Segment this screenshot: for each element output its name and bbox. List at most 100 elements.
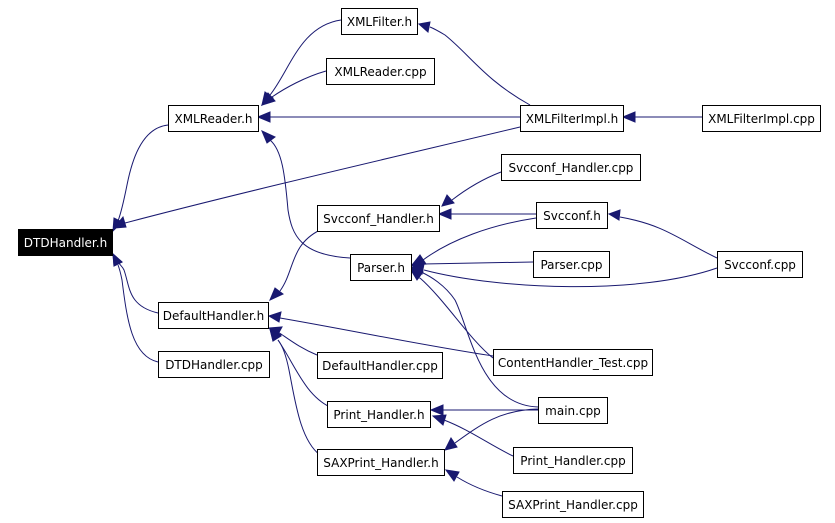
node-defaulthandler-cpp[interactable]: DefaultHandler.cpp [317,352,443,379]
node-xmlfilterimpl-h[interactable]: XMLFilterImpl.h [520,105,624,132]
node-contenthandler-test-cpp[interactable]: ContentHandler_Test.cpp [493,349,653,376]
arrowhead-icon [441,194,455,207]
edge-line [443,419,514,457]
node-box [536,202,608,229]
edge-line [429,26,531,106]
node-box [350,254,412,281]
node-label: SAXPrint_Handler.cpp [508,498,638,512]
node-box [502,491,644,518]
arrowhead-icon [269,327,282,342]
node-main-cpp[interactable]: main.cpp [538,397,608,424]
node-box [513,447,633,474]
arrowhead-icon [621,111,636,123]
edge-line [124,126,521,224]
edge-saxprint-handler-cpp-to-saxprint-handler-h [444,469,503,497]
arrowhead-icon [429,404,444,416]
node-box [501,154,641,181]
node-label: Svcconf_Handler.cpp [509,161,634,175]
node-print-handler-h[interactable]: Print_Handler.h [327,401,431,428]
edge-xmlfilterimpl-cpp-to-xmlfilterimpl-h [621,111,702,123]
arrowhead-icon [261,130,276,144]
arrowhead-icon [417,21,431,33]
edge-line [451,171,502,201]
node-label: DefaultHandler.cpp [322,359,438,373]
node-xmlreader-h[interactable]: XMLReader.h [168,105,259,132]
edge-line [269,139,351,259]
node-dtdhandler-cpp[interactable]: DTDHandler.cpp [158,351,270,378]
edge-line [419,277,494,359]
edge-parser-h-to-xmlreader-h [261,130,351,259]
node-label: XMLReader.h [174,112,252,126]
node-svcconf-h[interactable]: Svcconf.h [536,202,608,229]
edge-line [117,264,159,363]
node-print-handler-cpp[interactable]: Print_Handler.cpp [513,447,633,474]
arrowhead-icon [607,209,621,221]
node-defaulthandler-h[interactable]: DefaultHandler.h [158,302,269,329]
node-label: Svcconf.h [543,209,601,223]
arrowhead-icon [437,208,452,220]
nodes-layer: DTDHandler.h XMLFilter.hXMLReader.cppXMLR… [18,8,821,518]
node-box [158,302,269,329]
node-xmlfilter-h[interactable]: XMLFilter.h [341,8,418,35]
node-label: Print_Handler.cpp [520,454,625,468]
node-svcconf-handler-h[interactable]: Svcconf_Handler.h [317,205,440,232]
node-label: XMLFilterImpl.cpp [708,112,815,126]
node-box [18,229,113,256]
edge-xmlfilterimpl-h-to-xmlfilter-h [417,21,531,106]
node-box [327,401,431,428]
node-label: Print_Handler.h [333,408,424,422]
edge-svcconf-h-to-svcconf-handler-h [437,208,536,220]
edge-main-cpp-to-saxprint-handler-h [444,408,539,451]
node-saxprint-handler-cpp[interactable]: SAXPrint_Handler.cpp [502,491,644,518]
node-label: DTDHandler.cpp [165,358,263,372]
node-label: ContentHandler_Test.cpp [498,356,648,370]
arrowhead-icon [444,469,460,482]
edge-dtdhandler-cpp-to-dtdhandler-h [112,252,159,363]
node-xmlfilterimpl-cpp[interactable]: XMLFilterImpl.cpp [702,105,821,132]
node-label: XMLFilter.h [347,15,412,29]
node-saxprint-handler-h[interactable]: SAXPrint_Handler.h [317,449,445,476]
node-box [317,352,443,379]
edge-line [454,408,539,444]
node-box [493,349,653,376]
edge-xmlfilterimpl-h-to-xmlreader-h [256,111,520,123]
edge-svcconf-handler-h-to-defaulthandler-h [269,229,321,301]
edge-line [277,339,321,456]
node-svcconf-handler-cpp[interactable]: Svcconf_Handler.cpp [501,154,641,181]
node-label: Parser.cpp [540,258,602,272]
node-label: DTDHandler.h [24,236,107,250]
edge-line [269,19,342,96]
node-box [538,397,608,424]
edge-line [279,317,494,357]
edge-parser-cpp-to-parser-h [409,259,534,271]
edge-line [422,261,534,265]
node-label: Parser.h [357,261,405,275]
node-box [520,105,624,132]
node-parser-cpp[interactable]: Parser.cpp [533,251,610,278]
node-label: DefaultHandler.h [163,309,264,323]
node-label: XMLReader.cpp [334,65,426,79]
edge-line [422,217,537,261]
node-box [533,251,610,278]
edge-xmlreader-h-to-dtdhandler-h [112,124,169,233]
node-box [317,449,445,476]
node-xmlreader-cpp[interactable]: XMLReader.cpp [326,58,435,85]
node-dtdhandler-h: DTDHandler.h [18,229,113,256]
edge-svcconf-handler-cpp-to-svcconf-handler-h [441,171,502,207]
node-box [168,105,259,132]
arrowhead-icon [431,414,447,426]
edge-line [277,331,318,356]
arrowhead-icon [444,437,458,451]
node-svcconf-cpp[interactable]: Svcconf.cpp [717,251,803,278]
node-parser-h[interactable]: Parser.h [350,254,412,281]
edge-line [117,124,169,222]
arrowhead-icon [409,267,424,279]
node-box [317,205,440,232]
node-label: Svcconf.cpp [724,258,796,272]
edge-saxprint-handler-h-to-defaulthandler-h [269,327,321,456]
edge-line [420,271,539,408]
edge-line [271,70,327,98]
edges-layer [112,19,718,497]
arrowhead-icon [269,287,284,301]
